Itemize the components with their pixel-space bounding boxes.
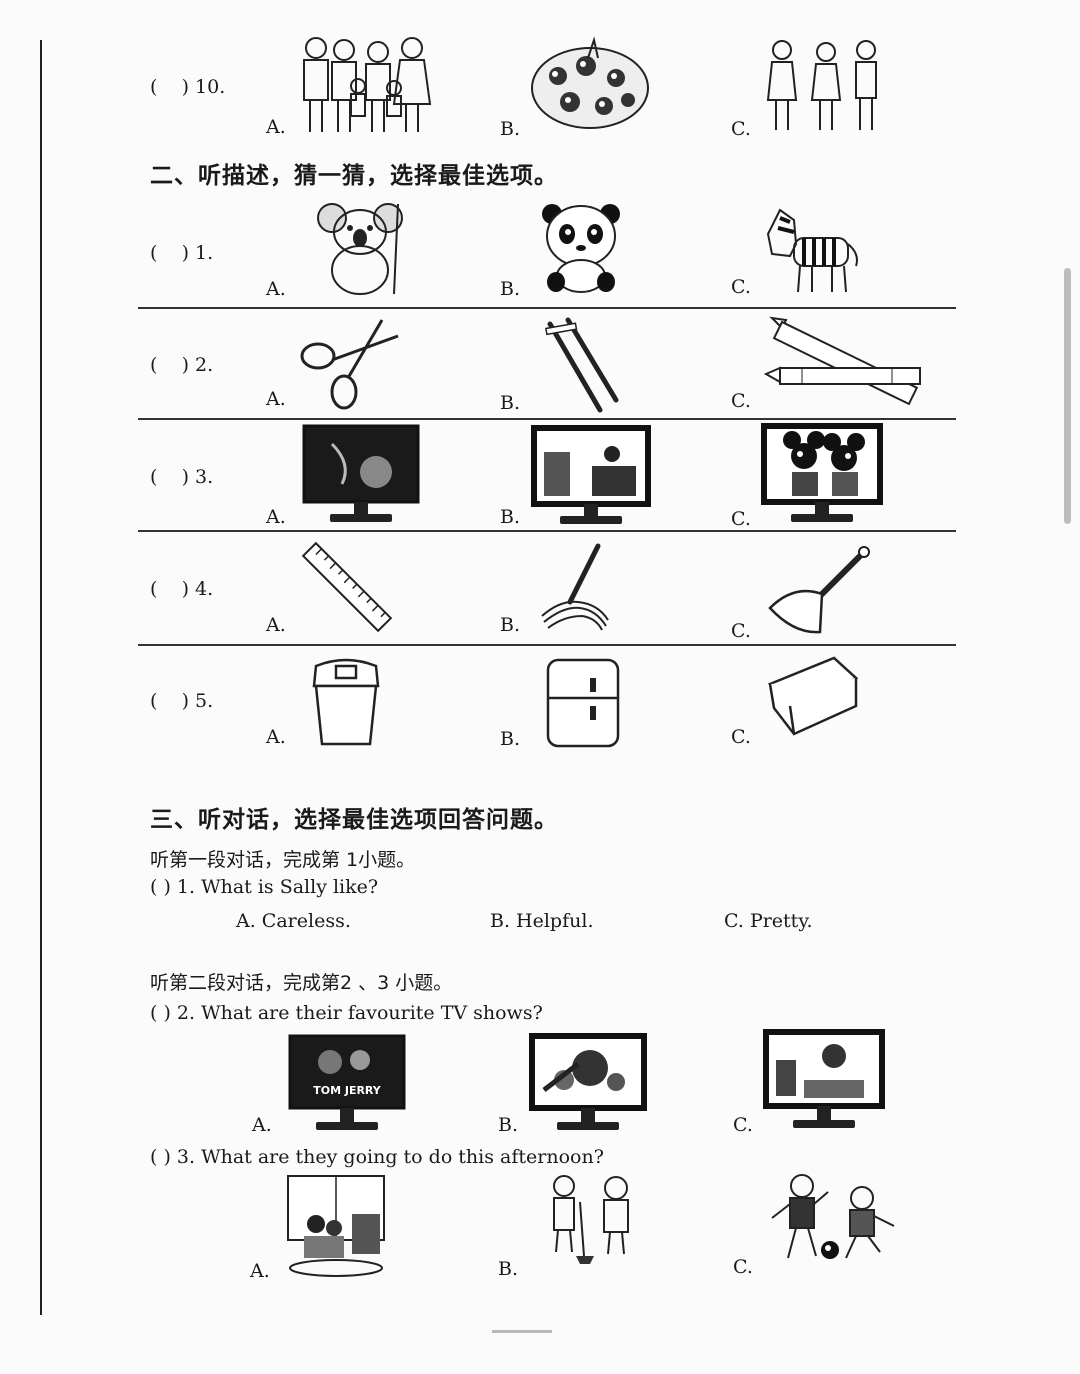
panda-icon	[542, 204, 620, 293]
tv-cartoon-icon	[761, 423, 883, 522]
crayons-icon	[763, 316, 921, 406]
option-label: C.	[731, 118, 751, 140]
pencil-box-icon	[767, 656, 859, 736]
cleaning-kids-icon	[553, 1175, 629, 1264]
mop-icon	[541, 543, 609, 631]
option-label: C.	[733, 1114, 753, 1136]
option-label: A.	[266, 116, 286, 138]
option-label: B.	[500, 506, 521, 528]
question-number: ( ) 10.	[150, 76, 226, 98]
question-number: ( ) 5.	[150, 690, 214, 712]
tv-sports-icon	[529, 1033, 647, 1130]
option-label: C.	[731, 390, 751, 412]
option-label: B.	[500, 392, 521, 414]
question-number: ( ) 1.	[150, 242, 214, 264]
tv-news-icon	[531, 425, 651, 524]
option-text: B. Helpful.	[490, 910, 594, 932]
scrollbar[interactable]	[1064, 268, 1071, 524]
option-label: C.	[733, 1256, 753, 1278]
option-label: B.	[498, 1114, 519, 1136]
tv-show-icon	[763, 1029, 885, 1128]
option-label: A.	[252, 1114, 272, 1136]
trash-bin-icon	[312, 658, 380, 746]
part-intro: 听第二段对话，完成第2 、3 小题。	[150, 972, 453, 994]
row-divider	[138, 644, 956, 646]
row-divider	[138, 530, 956, 532]
question-number: ( ) 3.	[150, 466, 214, 488]
tv-tom-jerry-icon: TOM JERRY	[288, 1034, 406, 1130]
ruler-icon	[301, 541, 393, 633]
option-label: A.	[266, 278, 286, 300]
option-label: B.	[500, 118, 521, 140]
tv-nature-show-icon	[302, 424, 420, 522]
animals-group-icon	[531, 36, 649, 129]
option-text: C. Pretty.	[724, 910, 813, 932]
option-label: C.	[731, 620, 751, 642]
three-kids-icon	[766, 40, 877, 130]
option-label: A.	[250, 1260, 270, 1282]
family-icon	[303, 37, 432, 132]
question-number: ( ) 2.	[150, 354, 214, 376]
page-footer-mark	[492, 1330, 552, 1333]
chopsticks-icon	[544, 317, 619, 413]
tv-logo-text: TOM JERRY	[313, 1084, 382, 1097]
option-text: A. Careless.	[236, 910, 351, 932]
row-divider	[138, 307, 956, 309]
playing-football-icon	[771, 1174, 895, 1259]
question-text: ( ) 2. What are their favourite TV shows…	[150, 1002, 543, 1024]
option-label: A.	[266, 726, 286, 748]
question-text: ( ) 1. What is Sally like?	[150, 876, 379, 898]
page-margin-line	[40, 40, 42, 1315]
option-label: B.	[500, 614, 521, 636]
question-text: ( ) 3. What are they going to do this af…	[150, 1146, 604, 1168]
section-heading: 二、听描述，猜一猜，选择最佳选项。	[150, 163, 558, 189]
option-label: B.	[500, 728, 521, 750]
option-label: B.	[500, 278, 521, 300]
fridge-icon	[546, 658, 620, 748]
watching-tv-icon	[287, 1175, 385, 1277]
option-label: B.	[498, 1258, 519, 1280]
section-heading: 三、听对话，选择最佳选项回答问题。	[150, 807, 558, 833]
scissors-icon	[300, 319, 399, 410]
row-divider	[138, 418, 956, 420]
koala-icon	[317, 203, 403, 295]
option-label: A.	[266, 614, 286, 636]
zebra-icon	[766, 208, 858, 293]
option-label: C.	[731, 276, 751, 298]
part-intro: 听第一段对话，完成第 1小题。	[150, 849, 416, 871]
option-label: C.	[731, 726, 751, 748]
dustpan-icon	[768, 546, 870, 634]
question-number: ( ) 4.	[150, 578, 214, 600]
option-label: C.	[731, 508, 751, 530]
option-label: A.	[266, 388, 286, 410]
option-label: A.	[266, 506, 286, 528]
